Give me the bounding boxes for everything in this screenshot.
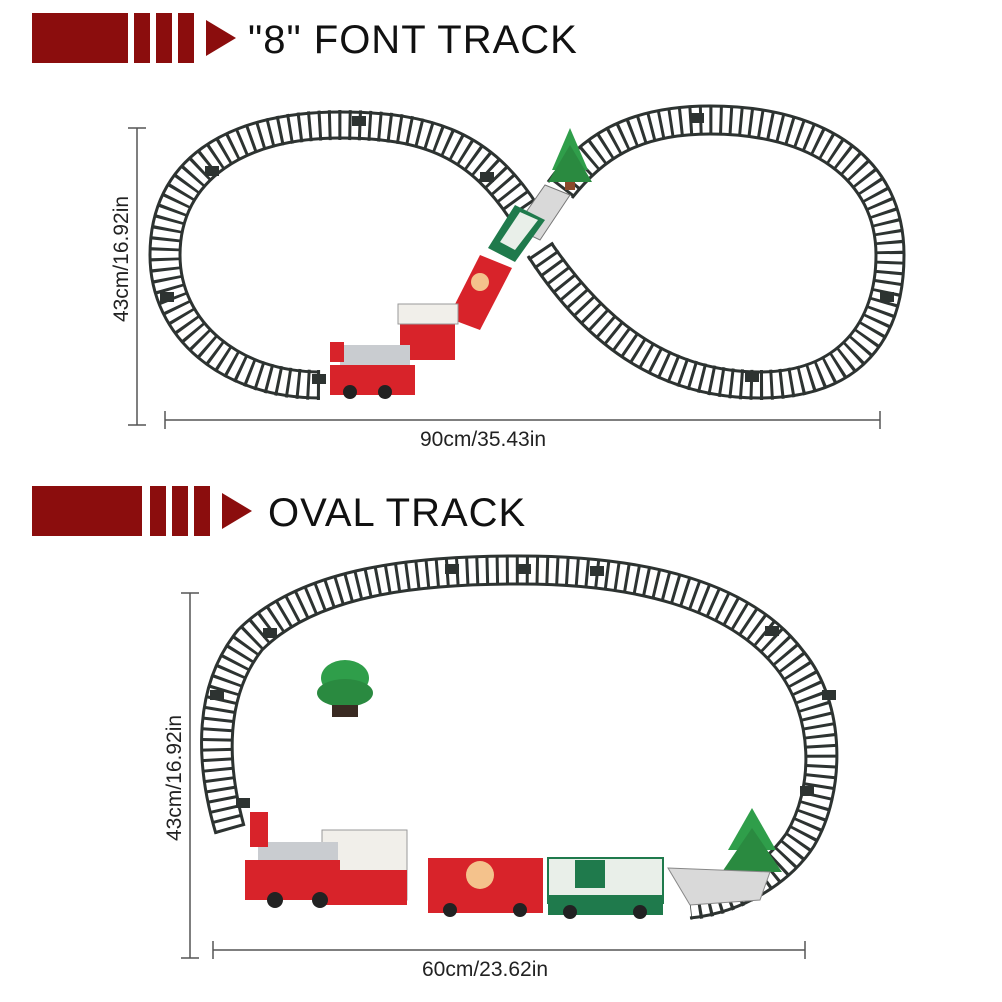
oval-header: OVAL TRACK	[0, 483, 700, 543]
arrow-banner-icon	[32, 486, 252, 536]
christmas-tree-icon	[722, 808, 782, 872]
figure8-header: "8" FONT TRACK	[0, 10, 700, 70]
oval-height-dimension	[181, 592, 199, 959]
oval-height-label: 43cm/16.92in	[163, 714, 186, 842]
figure8-right-loop	[526, 104, 906, 401]
figure8-track-illustration	[128, 104, 906, 429]
figure8-width-label: 90cm/35.43in	[420, 428, 547, 451]
track-connectors	[210, 564, 836, 808]
figure8-train-icon	[330, 184, 571, 399]
oval-title: OVAL TRACK	[268, 491, 527, 535]
figure8-title: "8" FONT TRACK	[248, 18, 578, 62]
oval-width-dimension	[212, 941, 806, 959]
christmas-tree-icon	[317, 660, 373, 717]
oval-track	[200, 554, 839, 920]
figure8-width-dimension	[164, 411, 881, 429]
oval-width-label: 60cm/23.62in	[422, 958, 549, 981]
oval-train-icon	[245, 812, 771, 919]
track-connectors	[160, 113, 894, 384]
arrow-banner-icon	[32, 13, 236, 63]
figure8-height-dimension	[128, 127, 146, 426]
christmas-tree-icon	[548, 128, 592, 190]
figure8-left-loop	[148, 109, 540, 400]
